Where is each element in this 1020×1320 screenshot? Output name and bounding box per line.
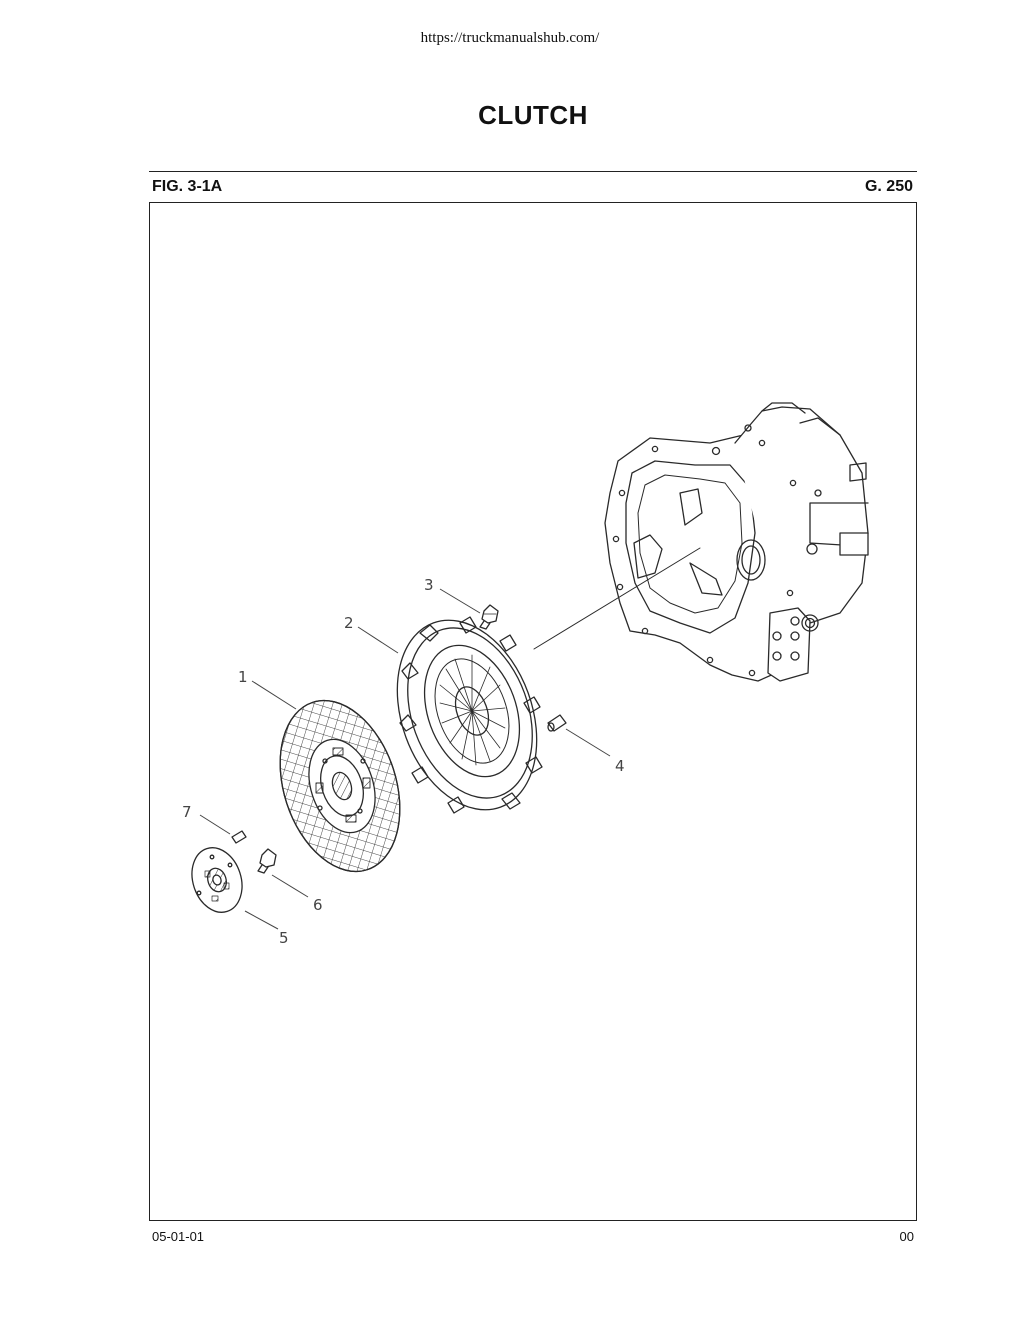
pin-part <box>231 830 247 844</box>
header-rule <box>149 171 917 172</box>
flywheel-bolt-part <box>257 848 277 874</box>
dowel-pin-part <box>547 714 567 732</box>
hub-plate-part <box>191 847 243 913</box>
figure-frame: 1 2 3 4 5 6 7 <box>149 202 917 1221</box>
callout-5: 5 <box>279 929 289 947</box>
cover-bolt-part <box>479 604 499 630</box>
footer-code: 05-01-01 <box>152 1229 205 1244</box>
callout-4: 4 <box>615 757 625 775</box>
footer-revision: 00 <box>899 1229 914 1244</box>
page-title: CLUTCH <box>478 100 588 130</box>
callout-2: 2 <box>344 614 354 632</box>
callout-3: 3 <box>424 576 434 594</box>
pressure-plate-part <box>396 616 543 814</box>
bell-housing-part <box>604 402 869 682</box>
figure-label: FIG. 3-1A <box>152 178 223 195</box>
source-url: https://truckmanualshub.com/ <box>420 30 600 46</box>
callout-7: 7 <box>182 803 192 821</box>
clutch-disc-part <box>279 699 401 873</box>
callout-6: 6 <box>313 896 323 914</box>
callout-1: 1 <box>238 668 248 686</box>
exploded-clutch-diagram: 1 2 3 4 5 6 7 <box>182 402 869 947</box>
group-number: G. 250 <box>864 178 913 195</box>
